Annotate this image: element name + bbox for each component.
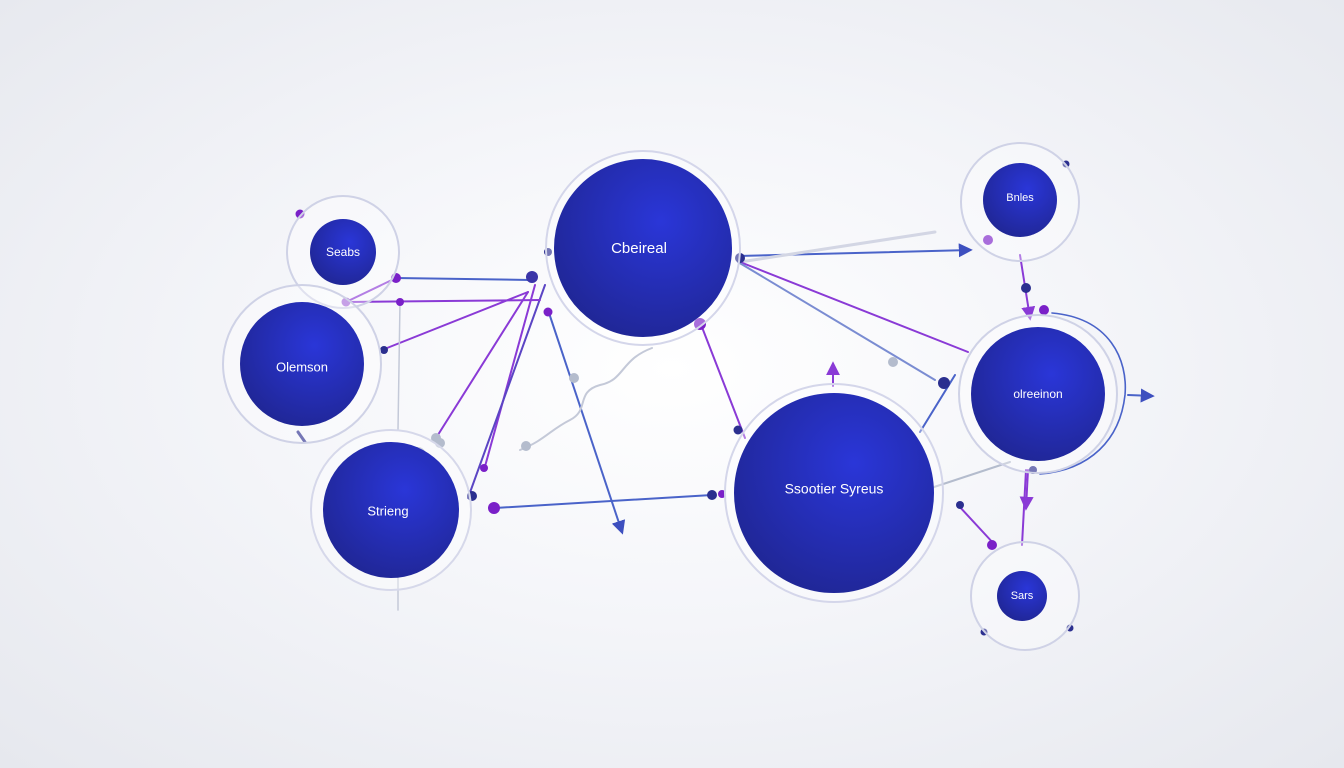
- node-circle: [323, 442, 459, 578]
- node-circle: [983, 163, 1057, 237]
- node-circle: [240, 302, 364, 426]
- node-sars[interactable]: Sars: [970, 541, 1080, 651]
- connector-dot: [521, 441, 531, 451]
- connector-dot: [396, 298, 404, 306]
- connector-dot: [694, 318, 706, 330]
- connector-dot: [1039, 305, 1049, 315]
- node-circle: [554, 159, 732, 337]
- edge-centre-olreeinon-2: [737, 261, 936, 381]
- edge-olreeinon-right: [1127, 388, 1155, 403]
- connector-dot: [543, 307, 553, 317]
- node-label-olreeinon: olreeinon: [1013, 387, 1062, 401]
- node-label-strieng: Strieng: [367, 503, 408, 518]
- node-label-olemson: Olemson: [276, 359, 328, 374]
- connector-dot: [295, 209, 305, 219]
- edge-olreeinon-arc: [1039, 312, 1127, 475]
- edge-centre-down-arrow: [547, 309, 626, 535]
- node-circle: [997, 571, 1047, 621]
- node-label-centre: Cbeireal: [611, 240, 667, 257]
- node-circle: [971, 327, 1105, 461]
- edge-olemson-tick: [296, 430, 307, 444]
- node-label-snootier: Ssootier Syreus: [785, 481, 884, 497]
- connector-dot: [983, 235, 993, 245]
- node-label-sars: Sars: [1011, 590, 1034, 602]
- connector-dot: [987, 540, 997, 550]
- node-circle: [310, 219, 376, 285]
- edge-centre-olemson: [381, 291, 529, 351]
- connector-dot: [569, 373, 579, 383]
- edge-centre-bnles-shadow: [738, 230, 937, 264]
- connector-dot: [718, 490, 726, 498]
- edge-centre-bnles: [737, 243, 973, 258]
- edge-olemson-centre: [345, 299, 541, 303]
- node-seabs[interactable]: Seabs: [286, 195, 400, 309]
- node-label-seabs: Seabs: [326, 245, 360, 259]
- edge-centre-strieng-b: [483, 284, 536, 471]
- connector-dot: [733, 425, 743, 435]
- node-olreeinon[interactable]: olreeinon: [958, 314, 1118, 474]
- connector-dot: [938, 377, 950, 389]
- node-circle: [734, 393, 934, 593]
- node-olemson[interactable]: Olemson: [222, 284, 382, 444]
- connector-dot: [956, 501, 964, 509]
- edge-centre-olreeinon: [739, 261, 969, 353]
- node-snootier[interactable]: Ssootier Syreus: [724, 383, 944, 603]
- edge-snootier-sars: [957, 504, 996, 546]
- edge-seabs-olemson: [345, 277, 397, 303]
- node-strieng[interactable]: Strieng: [310, 429, 472, 591]
- node-label-bnles: Bnles: [1006, 192, 1034, 204]
- edge-seabs-centre: [395, 277, 531, 281]
- edge-centre-strieng-c: [467, 284, 546, 499]
- connector-dot: [380, 346, 388, 354]
- connector-dot: [480, 464, 488, 472]
- edge-centre-snootier: [699, 321, 746, 439]
- edge-strieng-snootier: [494, 494, 713, 509]
- node-centre[interactable]: Cbeireal: [545, 150, 741, 346]
- edge-snootier-olreeinon: [924, 461, 1011, 491]
- node-bnles[interactable]: Bnles: [960, 142, 1080, 262]
- connector-dots: [295, 160, 1074, 636]
- connector-dot: [707, 490, 717, 500]
- edge-wavy-connector: [519, 347, 653, 451]
- connector-dot: [526, 271, 538, 283]
- connector-dot: [1021, 283, 1031, 293]
- connector-dot: [888, 357, 898, 367]
- edge-olreeinon-arrow-down: [1019, 469, 1034, 511]
- connector-dot: [488, 502, 500, 514]
- edge-centre-strieng-a: [435, 291, 529, 439]
